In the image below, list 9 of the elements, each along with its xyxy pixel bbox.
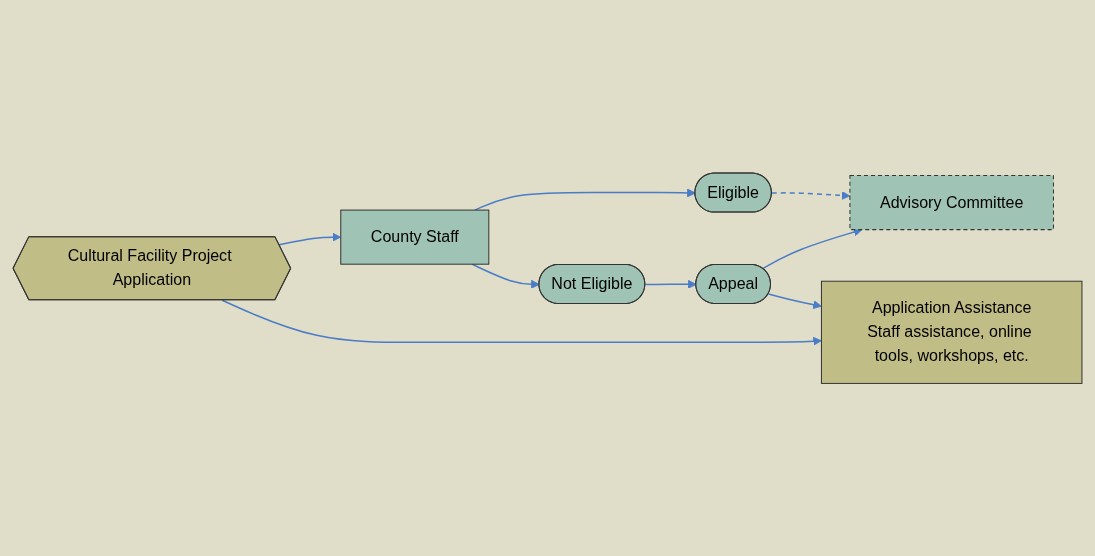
node-box: Advisory Committee <box>849 174 1054 230</box>
arrow <box>471 263 540 289</box>
arrow <box>278 232 342 246</box>
arrow <box>221 299 822 346</box>
arrow <box>771 190 851 200</box>
arrow <box>767 293 822 309</box>
node-box: Application Assistance Staff assistance, online tools, workshops, etc. <box>820 280 1083 384</box>
arrow <box>644 279 697 289</box>
node-box: County Staff <box>340 209 490 265</box>
